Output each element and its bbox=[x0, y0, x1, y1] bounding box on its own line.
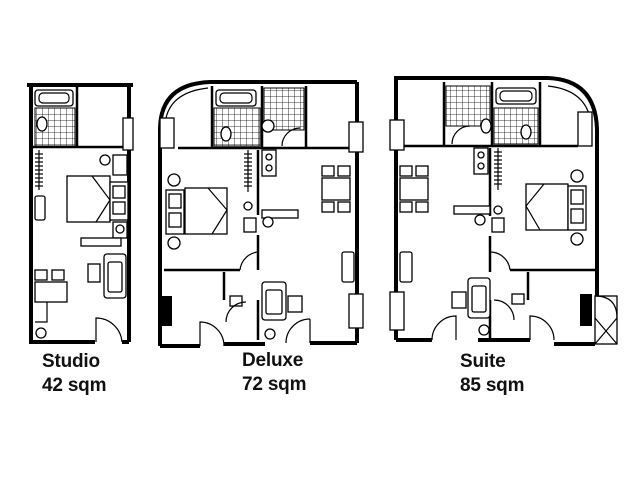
studio-toilet bbox=[36, 116, 48, 132]
suite-name: Suite bbox=[460, 351, 506, 372]
studio-area: 42 sqm bbox=[42, 375, 107, 396]
deluxe-name: Deluxe bbox=[242, 350, 304, 371]
suite-caption: Suite 85 sqm bbox=[460, 350, 524, 398]
deluxe-bathtub bbox=[215, 89, 257, 107]
studio-entry-door bbox=[95, 317, 123, 343]
deluxe-window-right bbox=[348, 121, 364, 153]
deluxe-entry-door bbox=[199, 321, 225, 347]
studio-nightstand bbox=[112, 154, 128, 176]
suite-area: 85 sqm bbox=[460, 375, 525, 396]
deluxe-closet bbox=[160, 296, 172, 326]
studio-caption: Studio 42 sqm bbox=[42, 350, 106, 398]
deluxe-floor-plan bbox=[158, 80, 364, 348]
suite-window-left bbox=[389, 119, 405, 151]
suite-closet bbox=[580, 294, 592, 326]
suite-balcony bbox=[594, 295, 618, 345]
studio-bathtub bbox=[34, 89, 74, 107]
suite-dining-table bbox=[399, 177, 429, 201]
studio-bed bbox=[66, 175, 111, 223]
studio-desk bbox=[34, 281, 68, 303]
suite-bathtub bbox=[495, 87, 537, 105]
deluxe-bed bbox=[184, 187, 228, 235]
deluxe-caption: Deluxe 72 sqm bbox=[242, 349, 306, 397]
deluxe-window-left bbox=[159, 117, 175, 149]
suite-floor-plan bbox=[389, 76, 618, 346]
suite-entry-door bbox=[529, 315, 555, 341]
suite-bed bbox=[525, 183, 569, 231]
studio-floor-plan bbox=[27, 83, 134, 344]
deluxe-area: 72 sqm bbox=[242, 374, 307, 395]
suite-window-right bbox=[577, 111, 593, 147]
deluxe-bathroom-tiles bbox=[213, 107, 261, 147]
studio-name: Studio bbox=[42, 351, 100, 372]
suite-bathroom-tiles bbox=[445, 85, 491, 127]
studio-window bbox=[122, 117, 134, 151]
deluxe-dining-table bbox=[321, 177, 351, 201]
